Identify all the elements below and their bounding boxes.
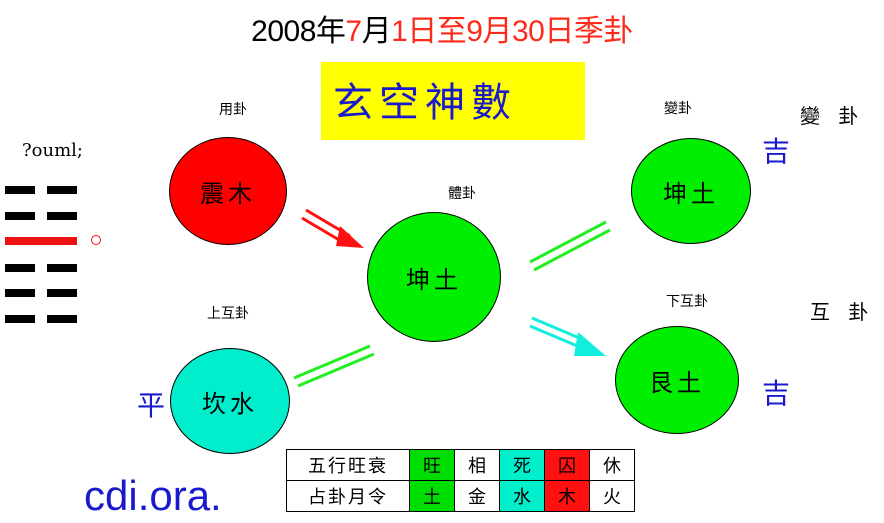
row-label: 五行旺衰	[286, 449, 410, 481]
banner: 玄空神數	[321, 62, 585, 140]
xia-hu-gua-name: 艮土	[649, 368, 705, 397]
banner-text: 玄空神數	[333, 80, 517, 126]
hexagram-line-yin	[5, 289, 77, 297]
bian-gua-label: 變卦	[664, 101, 692, 117]
table-cell: 死	[499, 449, 545, 481]
bian-gua-side-label: 變 卦	[800, 104, 865, 128]
yong-gua-circle: 震木	[169, 137, 287, 245]
cyan-arrow	[529, 316, 606, 356]
xia-hu-gua-side-label: 互 卦	[810, 300, 875, 324]
yong-gua-label: 用卦	[219, 102, 247, 118]
shang-hu-gua-verdict: 平	[137, 389, 166, 422]
hexagram-line-yang-moving	[5, 237, 77, 245]
bian-gua-name: 坤土	[663, 179, 719, 208]
table-cell: 水	[499, 480, 545, 512]
yong-gua-name: 震木	[200, 179, 256, 208]
hexagram-line-yin	[5, 315, 77, 323]
green-link-upper	[529, 220, 611, 272]
table-row: 占卦月令 土 金 水 木 火	[286, 480, 635, 512]
ti-gua-label: 體卦	[448, 186, 476, 202]
shang-hu-gua-name: 坎水	[202, 389, 258, 418]
table-cell: 旺	[409, 449, 455, 481]
table-cell: 相	[454, 449, 500, 481]
table-row: 五行旺衰 旺 相 死 囚 休	[286, 449, 635, 481]
watermark-link[interactable]: cdi.ora.	[84, 472, 222, 519]
hexagram-label: ?ouml;	[22, 140, 83, 161]
moving-line-marker	[91, 235, 101, 245]
table-cell: 土	[409, 480, 455, 512]
bian-gua-verdict: 吉	[762, 135, 791, 168]
five-elements-table: 五行旺衰 旺 相 死 囚 休 占卦月令 土 金 水 木 火	[286, 449, 635, 512]
row-label: 占卦月令	[286, 480, 410, 512]
table-cell: 囚	[544, 449, 590, 481]
table-cell: 木	[544, 480, 590, 512]
ti-gua-circle: 坤土	[367, 212, 501, 342]
xia-hu-gua-label: 下互卦	[666, 294, 708, 310]
shang-hu-gua-circle: 坎水	[170, 348, 290, 454]
shang-hu-gua-label: 上互卦	[207, 306, 249, 322]
page-title: 2008年7月1日至9月30日季卦	[251, 15, 633, 48]
hexagram-line-yin	[5, 264, 77, 272]
green-link-lower	[293, 344, 375, 388]
table-cell: 金	[454, 480, 500, 512]
red-arrow	[301, 208, 364, 248]
ti-gua-name: 坤土	[406, 265, 462, 294]
table-cell: 休	[589, 449, 635, 481]
xia-hu-gua-verdict: 吉	[762, 377, 791, 410]
table-cell: 火	[589, 480, 635, 512]
hexagram-line-yin	[5, 186, 77, 194]
xia-hu-gua-circle: 艮土	[615, 326, 739, 434]
hexagram-line-yin	[5, 212, 77, 220]
bian-gua-circle: 坤土	[631, 138, 751, 244]
